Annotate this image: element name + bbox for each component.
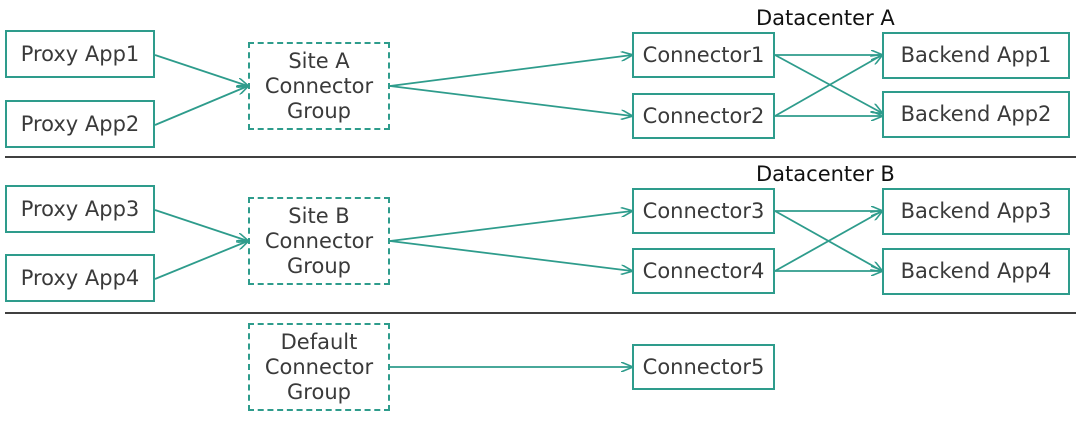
connector-2: Connector2 [632,93,775,139]
site-a-group-line-2: Connector [264,73,374,98]
backend-app-1-label: Backend App1 [900,43,1052,67]
proxy-app-3-label: Proxy App3 [20,196,140,221]
connector-3: Connector3 [632,188,775,234]
site-a-group-line-3: Group [287,98,351,123]
connector-3-label: Connector3 [642,198,765,223]
arrow-connector1-to-backend2 [774,54,882,113]
backend-app-4: Backend App4 [882,248,1070,295]
default-group-line-1: Default [280,329,358,354]
site-b-group-line-2: Connector [264,228,374,253]
arrow-connector4-to-backend3 [774,211,882,272]
backend-app-3: Backend App3 [882,188,1070,235]
backend-app-1: Backend App1 [882,32,1070,79]
proxy-app-4: Proxy App4 [5,254,155,302]
connector-1: Connector1 [632,32,775,78]
datacenter-separator-top [5,156,1076,158]
backend-app-4-label: Backend App4 [900,259,1052,283]
default-group-line-2: Connector [264,354,374,379]
datacenter-b-label: Datacenter B [756,162,895,186]
site-b-group-line-3: Group [287,253,351,278]
connector-4-label: Connector4 [642,258,765,283]
datacenter-a-label: Datacenter A [756,6,895,30]
site-a-group-line-1: Site A [288,48,350,73]
proxy-app-2-label: Proxy App2 [20,111,140,136]
proxy-app-4-label: Proxy App4 [20,265,140,290]
arrow-proxy2-to-site-a [154,86,248,126]
connector-2-label: Connector2 [642,103,765,128]
connector-4: Connector4 [632,248,775,294]
default-group-line-3: Group [287,379,351,404]
arrow-proxy4-to-site-b [154,241,248,280]
connector-1-label: Connector1 [642,42,765,67]
default-connector-group: Default Connector Group [248,323,390,411]
site-a-connector-group: Site A Connector Group [248,42,390,130]
arrow-site-b-to-connector3 [389,211,632,242]
proxy-app-1-label: Proxy App1 [20,41,140,66]
proxy-app-2: Proxy App2 [5,100,155,148]
proxy-app-3: Proxy App3 [5,185,155,233]
datacenter-separator-bottom [5,312,1076,314]
site-b-group-line-1: Site B [288,203,350,228]
arrow-connector2-to-backend1 [774,55,882,117]
site-b-connector-group: Site B Connector Group [248,197,390,285]
connector-5: Connector5 [632,344,775,390]
backend-app-3-label: Backend App3 [900,199,1052,223]
proxy-app-1: Proxy App1 [5,30,155,78]
arrow-proxy1-to-site-a [154,54,248,86]
arrow-site-b-to-connector4 [389,240,632,271]
backend-app-2-label: Backend App2 [900,102,1052,126]
arrow-site-a-to-connector2 [389,85,632,116]
backend-app-2: Backend App2 [882,91,1070,138]
arrow-site-a-to-connector1 [389,55,632,87]
connector-5-label: Connector5 [642,354,765,379]
arrow-proxy3-to-site-b [154,209,248,241]
